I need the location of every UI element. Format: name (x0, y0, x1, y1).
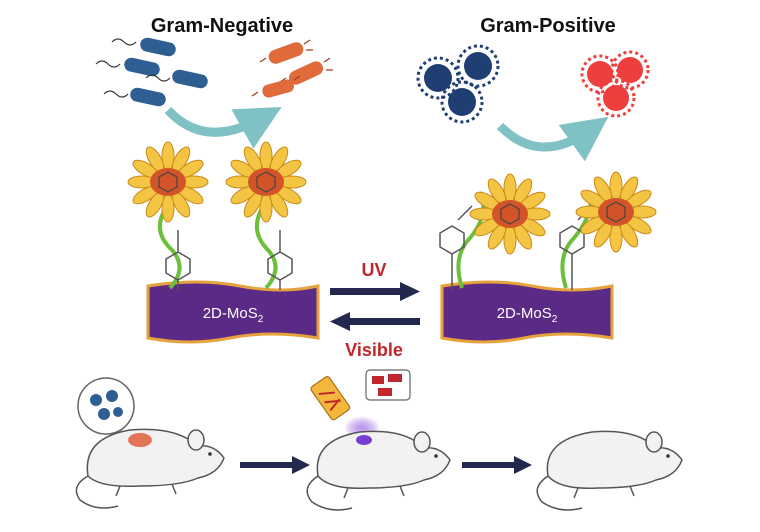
visible-label: Visible (345, 340, 403, 360)
coccus-bacteria-icon (596, 78, 636, 118)
zoom-bubble-icon (365, 369, 411, 401)
rod-bacteria-icon (95, 57, 160, 77)
mouse-icon (75, 428, 225, 509)
rod-bacteria-icon (103, 87, 166, 107)
kill-curved-arrow-left (164, 106, 282, 149)
infection-spot (128, 433, 152, 447)
mouse-treated (306, 369, 451, 511)
rod-bacteria-icon (259, 39, 313, 64)
gram-positive-bacteria-live (416, 44, 500, 124)
sunflower-icon (127, 141, 209, 223)
sunflower-icon (469, 173, 551, 255)
coccus-bacteria-icon (456, 44, 500, 88)
rod-bacteria-icon (251, 75, 301, 98)
sunflower-linker-left-2 (225, 141, 307, 290)
gram-negative-bacteria-live (95, 37, 208, 107)
sunflower-linker-right-2 (559, 171, 657, 290)
mouse-icon (536, 430, 683, 511)
mos2-sheet-right (440, 280, 614, 344)
mos2-label-left: 2D-MoS2 (203, 305, 264, 325)
coccus-bacteria-icon (416, 56, 460, 100)
gram-negative-title: Gram-Negative (151, 15, 293, 37)
uv-label: UV (361, 260, 386, 280)
sunflower-linker-right-1 (439, 173, 551, 290)
rod-bacteria-icon (145, 69, 208, 89)
visible-reverse-arrow (330, 312, 420, 331)
kill-curved-arrow-right (496, 116, 609, 162)
mouse-infected (75, 377, 225, 509)
coccus-bacteria-icon (610, 50, 650, 90)
sequence-arrow-2 (462, 456, 532, 474)
sunflower-icon (575, 171, 657, 253)
rod-bacteria-icon (111, 37, 176, 57)
coccus-bacteria-icon (440, 80, 484, 124)
zoom-bubble-icon (77, 377, 137, 447)
mos2-label-right: 2D-MoS2 (497, 305, 558, 325)
mos2-sheet-left (146, 280, 320, 344)
sequence-arrow-1 (240, 456, 310, 474)
sunflower-linker-left-1 (127, 141, 209, 290)
mouse-icon (306, 430, 451, 511)
gram-negative-bacteria-dead (251, 39, 333, 98)
uv-forward-arrow (330, 282, 420, 301)
gram-positive-bacteria-dead (580, 50, 650, 118)
sunflower-icon (225, 141, 307, 223)
mouse-healed (536, 430, 683, 511)
flashlight-icon (310, 376, 351, 421)
gram-positive-title: Gram-Positive (480, 15, 616, 37)
treated-spot (356, 435, 372, 445)
